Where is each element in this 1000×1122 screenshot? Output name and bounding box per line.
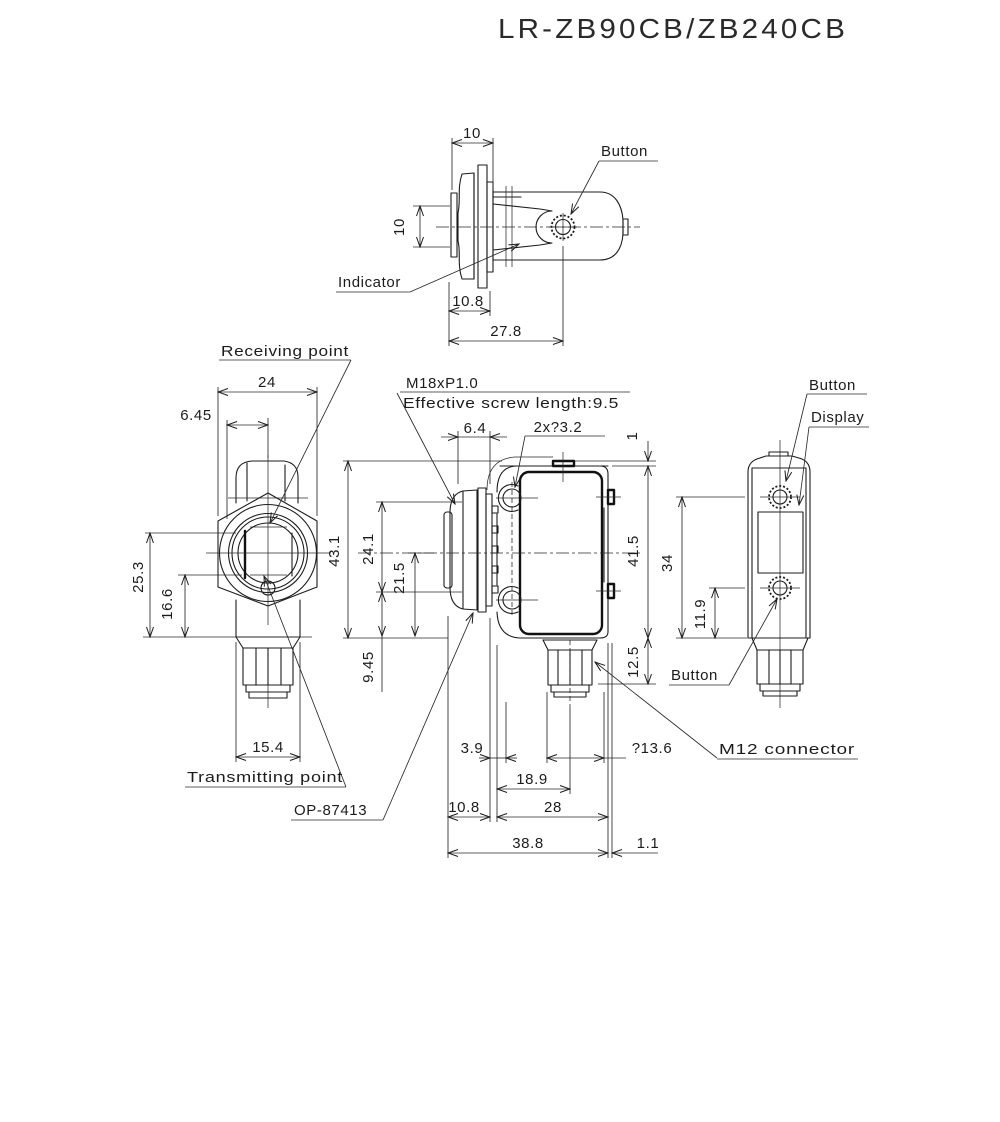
dim-body-width: 15.4: [252, 739, 284, 756]
dim-connector-drop: 12.5: [625, 646, 642, 678]
top-view: 10 10 10.8 27.8 Button Indicator: [336, 125, 658, 346]
button-top-label: Button: [809, 377, 856, 394]
side-view-dimensions-top: 6.4 1: [441, 420, 656, 484]
dim-front-step: 3.9: [461, 740, 484, 757]
dim-tab-height: 1: [624, 432, 641, 441]
m12-connector-label: M12 connector: [719, 741, 855, 758]
dim-front-length: 10: [463, 125, 481, 142]
button-bottom-leader: [728, 599, 777, 686]
front-view-labels: Receiving point Transmitting point: [185, 343, 352, 788]
top-view-labels: Button Indicator: [336, 143, 658, 293]
transmitting-point-label: Transmitting point: [187, 769, 343, 786]
dim-total-height: 43.1: [326, 535, 343, 567]
side-view-dimensions-bottom: 3.9 ?13.6 18.9 10.8 28 38.8 1.1: [448, 616, 672, 858]
side-view-labels: M18xP1.0 Effective screw length:9.5 2x?3…: [291, 375, 858, 821]
indicator-leader: [409, 244, 519, 293]
side-view-outline: [443, 452, 621, 639]
thread-spec-label: M18xP1.0: [406, 375, 478, 392]
adapter-leader: [382, 613, 473, 821]
front-view-outline: [206, 455, 331, 638]
dim-hole-offset: 18.9: [516, 771, 548, 788]
rear-view-dimensions: 34 11.9: [659, 497, 747, 638]
mount-holes-leader: [515, 435, 526, 487]
dim-nut-depth: 10.8: [448, 799, 480, 816]
hex-nut-side: [449, 489, 478, 611]
dim-connector-dia: ?13.6: [632, 740, 673, 757]
dim-lower-height: 9.45: [360, 651, 377, 683]
button-label-top-view: Button: [601, 143, 648, 160]
top-mount-tab: [551, 459, 576, 468]
transmitting-point-leader: [264, 576, 347, 788]
rear-view-outline: [747, 451, 811, 639]
button-top-leader: [786, 393, 808, 481]
dim-washer-depth: 6.4: [464, 420, 487, 437]
screw-length-label: Effective screw length:9.5: [403, 395, 619, 412]
rear-view: 34 11.9 Button Display Button: [659, 377, 869, 708]
button-leader: [571, 160, 600, 214]
thread-leader: [396, 392, 455, 504]
adapter-label: OP-87413: [294, 802, 367, 819]
top-view-outline: [450, 164, 629, 289]
dim-axis-offset: 6.45: [180, 407, 212, 424]
rear-view-connector: [751, 637, 809, 697]
display-label: Display: [811, 409, 864, 426]
mount-holes-label: 2x?3.2: [534, 419, 583, 436]
dim-front-to-button: 27.8: [490, 323, 522, 340]
dim-rear-tab: 1.1: [637, 835, 660, 852]
indicator-label: Indicator: [338, 274, 401, 291]
dim-axis-height: 21.5: [391, 562, 408, 594]
front-view-dimensions: 24 6.45 25.3 16.6 15.4: [130, 374, 317, 762]
dim-transmit-to-bottom: 16.6: [159, 588, 176, 620]
dim-nut-width: 24: [258, 374, 276, 391]
receiving-point-leader: [270, 359, 352, 523]
dim-receive-to-bottom: 25.3: [130, 561, 147, 593]
top-view-body: [492, 191, 624, 261]
top-view-washer: [477, 164, 488, 289]
drawing-title: LR-ZB90CB/ZB240CB: [498, 13, 848, 44]
front-view-connector: [235, 636, 301, 708]
button-bottom-label: Button: [671, 667, 718, 684]
side-view-dimensions-right: 41.5 12.5: [598, 466, 656, 684]
dim-buttons-span: 34: [659, 554, 676, 572]
dim-flange-depth: 10.8: [452, 293, 484, 310]
dim-hole-span: 24.1: [360, 533, 377, 565]
washer-side: [477, 487, 487, 613]
dim-button-height: 11.9: [692, 599, 709, 629]
front-view: 24 6.45 25.3 16.6 15.4 Receiving point T…: [130, 343, 352, 788]
side-view-dimensions-left: 43.1 24.1 9.45 21.5: [326, 461, 502, 692]
dim-body-depth: 28: [544, 799, 562, 816]
display-leader: [799, 426, 810, 505]
receiving-point-label: Receiving point: [221, 343, 349, 360]
dim-body-height: 41.5: [625, 535, 642, 567]
dim-barrel-dia: 10: [391, 218, 408, 236]
rear-view-labels: Button Display Button: [669, 377, 869, 686]
side-view-connector: [542, 639, 598, 708]
display-window: [757, 511, 804, 574]
side-view: 43.1 24.1 9.45 21.5 6.4 1: [291, 375, 858, 858]
top-view-dimensions: 10 10 10.8 27.8: [391, 125, 563, 346]
dim-total-depth: 38.8: [512, 835, 544, 852]
m12-connector-leader: [595, 662, 718, 759]
